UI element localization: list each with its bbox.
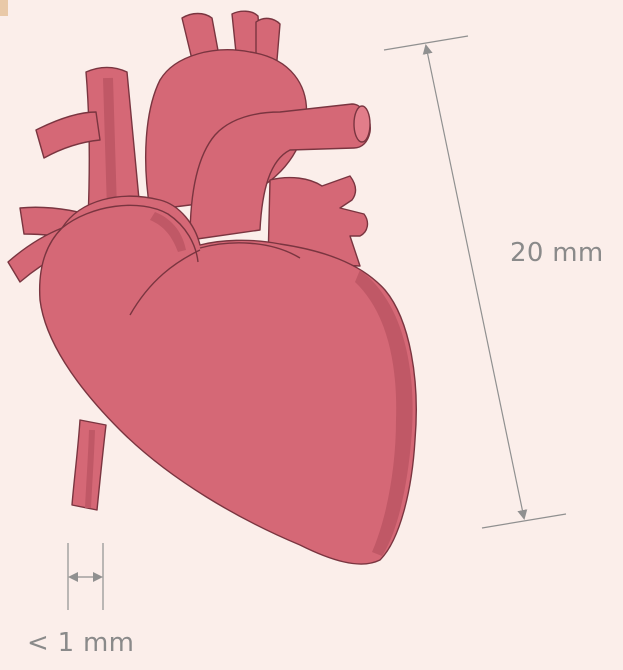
vessel-width-label: < 1 mm — [27, 628, 134, 658]
dimension-arrow-horizontal — [68, 543, 103, 610]
heart-size-label: 20 mm — [510, 238, 604, 268]
heart-illustration — [8, 11, 416, 564]
pulmonary-opening — [354, 106, 370, 142]
